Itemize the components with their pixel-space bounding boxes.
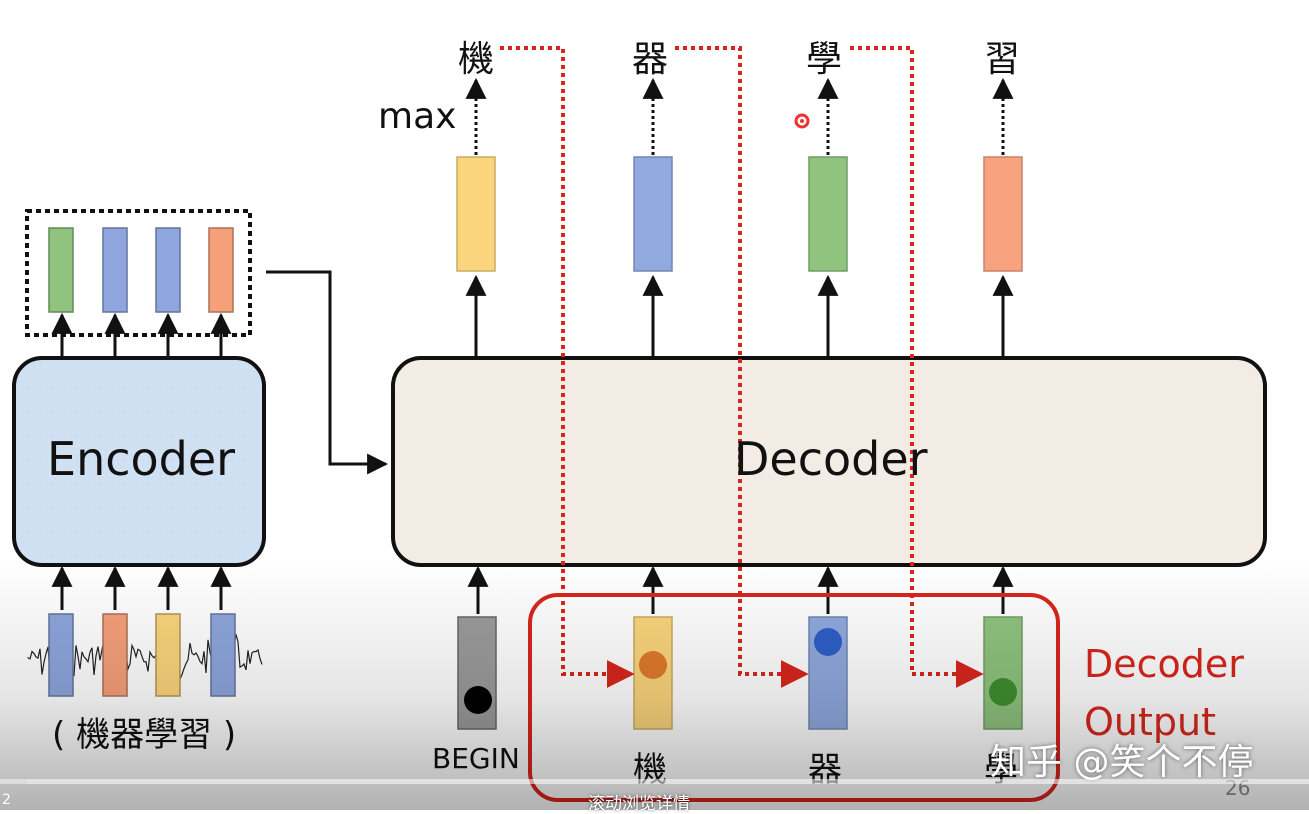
begin-dot (464, 686, 492, 714)
input-vector-1 (48, 613, 74, 697)
input-caption: ( 機器學習 ) (52, 715, 237, 755)
encoder-output-vector-4 (208, 227, 234, 313)
watermark: 知乎 @笑个不停 (990, 742, 1254, 783)
decoder-output-vector-3 (808, 156, 848, 272)
encoder-output-vector-2 (102, 227, 128, 313)
output-token-4: 習 (984, 39, 1021, 80)
decoder-input-dot-1 (639, 651, 667, 679)
encoder-to-decoder-connector (266, 270, 389, 475)
encoder-label: Encoder (47, 432, 236, 486)
encoder-output-box (25, 209, 252, 337)
input-vector-2 (102, 613, 128, 697)
feedback-path-2 (675, 46, 809, 688)
encoder-output-vector-3 (155, 227, 181, 313)
decoder-label: Decoder (734, 432, 928, 486)
output-token-1: 機 (458, 39, 495, 80)
encoder-output-vector-1 (48, 227, 74, 313)
feedback-path-3 (850, 46, 984, 688)
decoder-input-dot-3 (989, 678, 1017, 706)
output-token-2: 器 (632, 39, 669, 80)
decoder-output-label-line1: Decoder (1084, 642, 1244, 686)
scroll-hint[interactable]: 滚动浏览详情 (588, 794, 690, 814)
max-label: max (378, 96, 457, 137)
video-progress-fill (0, 779, 27, 784)
output-token-3: 學 (806, 39, 843, 80)
corner-text: 2 (2, 792, 11, 808)
decoder-output-vector-4 (983, 156, 1023, 272)
input-vector-3 (155, 613, 181, 697)
decoder-output-vector-1 (456, 156, 496, 272)
decoder-output-vector-2 (633, 156, 673, 272)
video-progress-bar[interactable] (0, 779, 1309, 784)
decoder-input-vector-3 (983, 616, 1023, 730)
begin-label: BEGIN (432, 742, 520, 775)
decoder-input-dot-2 (814, 628, 842, 656)
decoder-output-highlight (528, 593, 1060, 802)
pointer-dot (794, 113, 810, 129)
decoder-block (391, 356, 1267, 567)
feedback-path-1 (500, 46, 635, 688)
input-vector-4 (210, 613, 236, 697)
decoder-output-label-line2: Output (1084, 700, 1216, 744)
